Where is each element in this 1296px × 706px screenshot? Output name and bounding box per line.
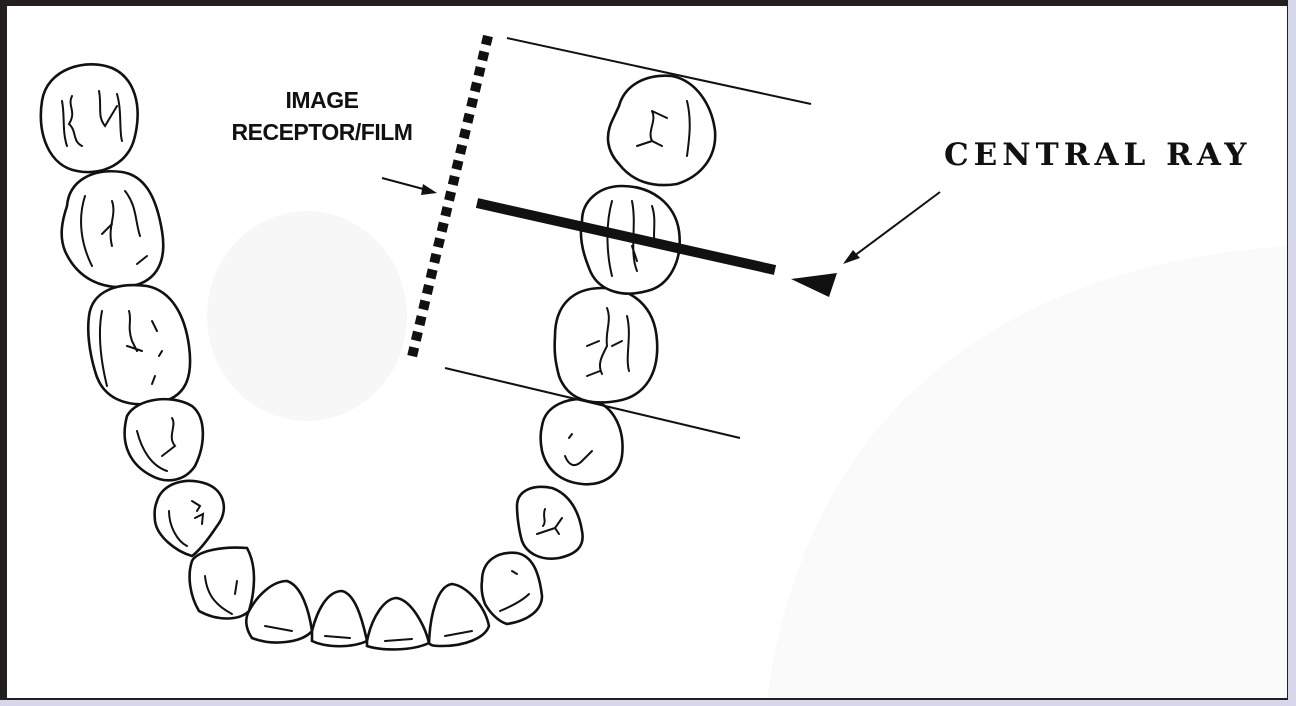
lower-boundary-line [444,367,741,439]
receptor-pointer-line [381,177,428,191]
receptor-pointer-arrowhead [421,184,437,195]
central-ray-arrowhead [791,273,837,297]
central-ray-line [475,198,777,275]
left-central-incisor [310,589,369,648]
left-lateral-incisor [245,579,314,644]
right-premolar-2 [539,397,624,486]
bg-shade [207,211,407,421]
dental-arch-diagram [39,34,1287,698]
central-ray-pointer-line [853,191,941,257]
image-receptor-label-line1: IMAGE [285,87,359,113]
left-premolar-1 [153,479,226,558]
bg-shade [767,246,1287,698]
diagram-canvas: IMAGE RECEPTOR/FILM CENTRAL RAY [7,6,1287,698]
right-molar-1 [553,286,659,404]
right-premolar-1 [515,485,584,560]
left-molar-3 [39,63,139,174]
image-receptor-line [406,34,493,363]
left-premolar-2 [123,397,205,482]
central-ray-label: CENTRAL RAY [944,137,1252,173]
left-molar-2 [60,170,165,289]
image-receptor-label: IMAGE RECEPTOR/FILM [192,84,452,148]
right-molar-3 [606,74,717,187]
right-canine [480,551,544,626]
left-canine [188,546,256,620]
central-ray-pointer-arrowhead [843,250,860,264]
left-molar-1 [86,283,192,406]
right-lateral-incisor [427,582,491,648]
image-receptor-label-line2: RECEPTOR/FILM [231,119,413,145]
right-central-incisor [365,596,431,651]
upper-boundary-line [506,37,812,105]
